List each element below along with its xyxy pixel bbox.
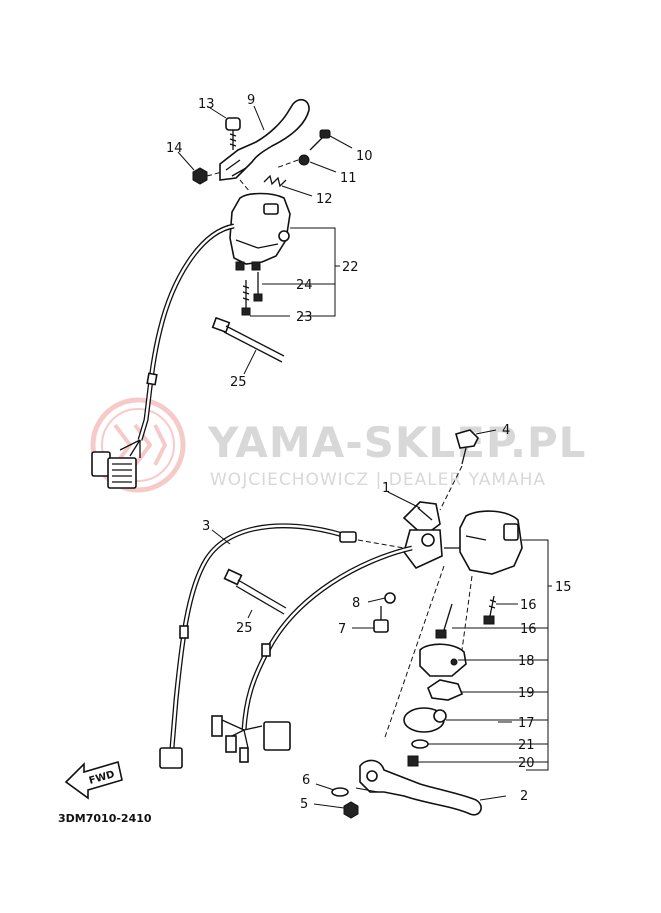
- cable-tie-25-lower: [223, 568, 287, 615]
- callout-13: 13: [198, 97, 215, 112]
- connector-a: [211, 715, 223, 737]
- callout-22: 22: [342, 260, 359, 275]
- washer-8: [384, 592, 396, 604]
- callout-1: 1: [382, 481, 390, 496]
- diagram-code: 3DM7010-2410: [58, 812, 152, 825]
- cable-tie-25-upper: [211, 316, 285, 363]
- connector-right: [107, 457, 137, 489]
- callout-11: 11: [340, 171, 357, 186]
- nut-11: [298, 154, 310, 166]
- callout-19: 19: [518, 686, 535, 701]
- right-switch-housing: [459, 510, 523, 575]
- callout-25-upper: 25: [230, 375, 247, 390]
- callout-8: 8: [352, 596, 360, 611]
- callout-15: 15: [555, 580, 572, 595]
- callout-21: 21: [518, 738, 535, 753]
- callout-16-a: 16: [520, 598, 537, 613]
- throttle-cable-3: [169, 523, 353, 749]
- bolt-10: [309, 129, 331, 151]
- callout-5: 5: [300, 797, 308, 812]
- callout-14: 14: [166, 141, 183, 156]
- bolt-4: [455, 429, 479, 465]
- callout-7: 7: [338, 622, 346, 637]
- left-switch-housing: [229, 192, 291, 265]
- callout-10: 10: [356, 149, 373, 164]
- callout-12: 12: [316, 192, 333, 207]
- nut-5: [343, 801, 359, 819]
- watermark-logo: [90, 397, 186, 493]
- callout-18: 18: [518, 654, 535, 669]
- screw-16a: [483, 595, 497, 625]
- callout-24: 24: [296, 278, 313, 293]
- watermark: YAMA-SKLEP.PL WOJCIECHOWICZ | DEALER YAM…: [90, 397, 586, 493]
- disc-17: [403, 707, 447, 733]
- connector-d: [263, 721, 291, 751]
- callout-16-b: 16: [520, 622, 537, 637]
- callout-4: 4: [502, 423, 510, 438]
- brake-switch-harness: [241, 545, 413, 731]
- callout-9: 9: [247, 93, 255, 108]
- collar-18: [419, 643, 467, 677]
- bolt-7: [373, 606, 389, 633]
- lower-assembly: [159, 429, 549, 819]
- screw-16b: [435, 603, 453, 639]
- callout-23: 23: [296, 310, 313, 325]
- callouts: 13 9 14 10 11 12 22 24 23 25 4 1 3 15 16…: [166, 93, 572, 812]
- watermark-subtitle: WOJCIECHOWICZ | DEALER YAMAHA: [210, 470, 546, 490]
- callout-25-lower: 25: [236, 621, 253, 636]
- callout-20: 20: [518, 756, 535, 771]
- callout-3: 3: [202, 519, 210, 534]
- leader-lines: [177, 105, 552, 809]
- connector-b: [225, 735, 237, 753]
- washer-21: [411, 739, 429, 749]
- screw-23: [241, 280, 251, 316]
- watermark-title: YAMA-SKLEP.PL: [207, 418, 586, 467]
- holder-1: [402, 501, 443, 569]
- fwd-arrow: FWD: [64, 760, 123, 800]
- throttle-cable-end: [159, 747, 183, 769]
- washer-6: [331, 787, 349, 797]
- screw-24: [253, 272, 263, 302]
- callout-6: 6: [302, 773, 310, 788]
- spring-12: [263, 174, 287, 188]
- upper-assembly: [91, 98, 336, 489]
- left-switch-harness: [137, 223, 235, 441]
- gasket-19: [427, 679, 464, 701]
- nut-14: [192, 167, 208, 185]
- bolt-20: [407, 755, 419, 767]
- callout-2: 2: [520, 789, 528, 804]
- lever-9: [219, 98, 310, 181]
- callout-17: 17: [518, 716, 535, 731]
- brake-lever-2: [359, 759, 482, 816]
- bolt-13: [225, 117, 241, 150]
- connector-c: [239, 747, 249, 763]
